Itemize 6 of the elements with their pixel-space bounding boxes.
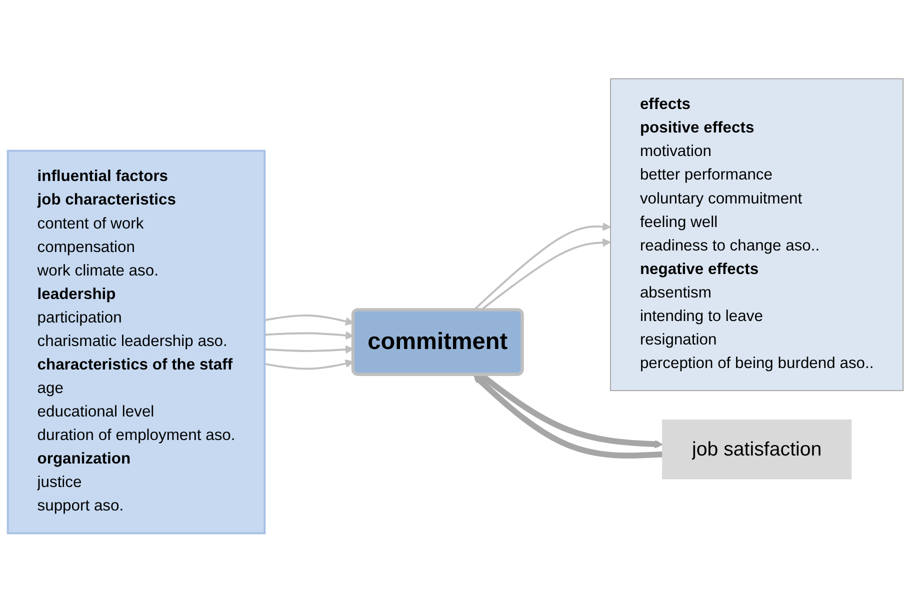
arrow bbox=[473, 374, 663, 459]
node-box bbox=[610, 78, 904, 392]
node-box bbox=[662, 420, 852, 480]
arrow bbox=[480, 238, 611, 311]
node-box bbox=[6, 150, 266, 534]
arrow bbox=[472, 222, 611, 311]
